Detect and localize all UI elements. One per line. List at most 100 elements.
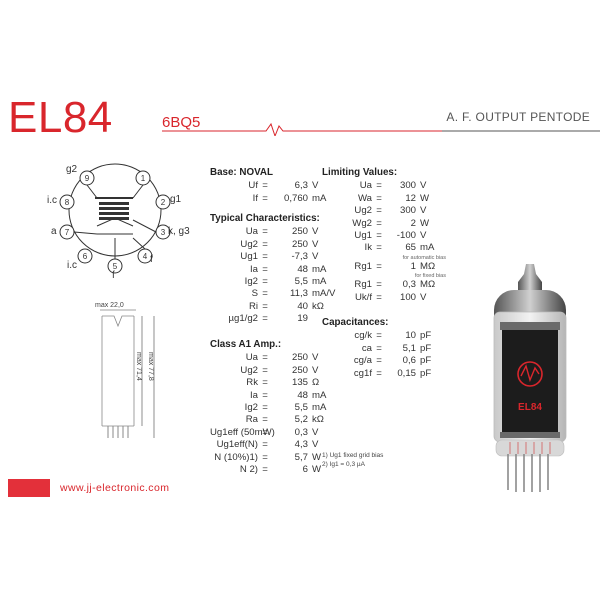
- spec-unit: pF: [420, 355, 432, 367]
- spec-value: 48: [297, 263, 308, 275]
- footnote-1: 1) Ug1 fixed grid bias: [322, 452, 384, 459]
- spec-symbol: Rg1: [354, 279, 372, 291]
- spec-unit: V: [420, 229, 427, 241]
- spec-symbol: Ug1: [354, 229, 372, 241]
- spec-symbol: Uf: [248, 180, 258, 192]
- spec-row: Ug2 = 250 V: [210, 239, 336, 251]
- spec-value: 19: [297, 313, 308, 325]
- spec-equals: =: [376, 260, 382, 272]
- spec-unit: V: [312, 426, 319, 438]
- spec-value: 5,2: [294, 414, 308, 426]
- spec-symbol: cg/a: [353, 355, 372, 367]
- spec-unit: MΩ: [420, 279, 436, 291]
- spec-value: 250: [291, 364, 308, 376]
- base-heading: Base: NOVAL: [210, 167, 273, 178]
- spec-value: 300: [399, 205, 416, 217]
- spec-value: 300: [399, 180, 416, 192]
- spec-unit: W: [420, 217, 430, 229]
- spec-unit: V: [420, 180, 427, 192]
- spec-equals: =: [262, 364, 268, 376]
- spec-symbol: Wg2: [352, 217, 372, 229]
- footnote-2: 2) Ig1 = 0,3 µA: [322, 460, 365, 468]
- spec-value: 10: [405, 330, 416, 342]
- spec-unit: V: [312, 238, 319, 250]
- spec-value: 65: [405, 242, 416, 254]
- spec-unit: MΩ: [420, 260, 436, 272]
- spec-equals: =: [262, 192, 268, 204]
- spec-value: 2: [410, 217, 416, 229]
- spec-symbol: Ua: [245, 226, 258, 238]
- spec-value: 1: [410, 260, 416, 272]
- spec-equals: =: [262, 401, 268, 413]
- spec-equals: =: [376, 355, 382, 367]
- pin-label-g2: g2: [66, 164, 78, 175]
- pinout-diagram: 9 1 8 2 7 3 6 4 5: [59, 163, 171, 274]
- limiting-heading: Limiting Values:: [322, 167, 398, 178]
- spec-unit: pF: [420, 330, 432, 342]
- spec-unit: kΩ: [312, 300, 324, 312]
- spec-symbol: N 2): [239, 463, 258, 475]
- spec-row: µg1/g2=19: [210, 313, 336, 325]
- spec-equals: =: [262, 263, 268, 275]
- pin-number-9: 9: [85, 174, 90, 183]
- spec-unit: mA: [312, 275, 327, 287]
- spec-symbol: Ug2: [240, 238, 258, 250]
- spec-unit: pF: [420, 367, 432, 379]
- row-note: for fixed bias: [414, 273, 446, 280]
- footer-url[interactable]: www.jj-electronic.com: [60, 482, 170, 494]
- spec-equals: =: [262, 251, 268, 263]
- spec-value: 0,15: [397, 367, 416, 379]
- spec-value: 48: [297, 389, 308, 401]
- pin-label-g1: g1: [170, 194, 182, 205]
- spec-symbol: Ug1: [240, 251, 258, 263]
- spec-equals: =: [262, 426, 268, 438]
- spec-symbol: µg1/g2: [228, 313, 258, 325]
- row-note: for automatic bias: [402, 254, 446, 261]
- spec-symbol: Ri: [248, 300, 258, 312]
- spec-value: 250: [291, 238, 308, 250]
- spec-unit: Ω: [312, 377, 320, 389]
- spec-equals: =: [376, 229, 382, 241]
- spec-row: S = 11,3 mA/V: [210, 288, 336, 300]
- spec-equals: =: [262, 414, 268, 426]
- spec-value: 6,3: [294, 180, 308, 192]
- spec-symbol: S: [251, 288, 258, 300]
- spec-unit: mA/V: [312, 288, 336, 300]
- spec-value: 5,7: [294, 451, 308, 463]
- model-title: EL84: [8, 93, 113, 142]
- spec-symbol: Rk: [246, 377, 258, 389]
- spec-equals: =: [262, 451, 268, 463]
- spec-symbol: N (10%)1): [214, 451, 258, 463]
- spec-symbol: Uk/f: [354, 291, 372, 303]
- spec-equals: =: [262, 288, 268, 300]
- subtitle: A. F. OUTPUT PENTODE: [446, 110, 590, 124]
- header-rule: [162, 122, 600, 136]
- spec-value: 11,3: [290, 288, 308, 300]
- spec-equals: =: [262, 180, 268, 192]
- tube-label: EL84: [518, 402, 542, 413]
- spec-unit: mA: [312, 389, 327, 401]
- spec-symbol: Ua: [359, 180, 372, 192]
- typical-heading: Typical Characteristics:: [210, 213, 320, 224]
- pin-number-3: 3: [161, 228, 166, 237]
- spec-unit: pF: [420, 342, 432, 354]
- spec-equals: =: [262, 238, 268, 250]
- spec-unit: V: [312, 364, 319, 376]
